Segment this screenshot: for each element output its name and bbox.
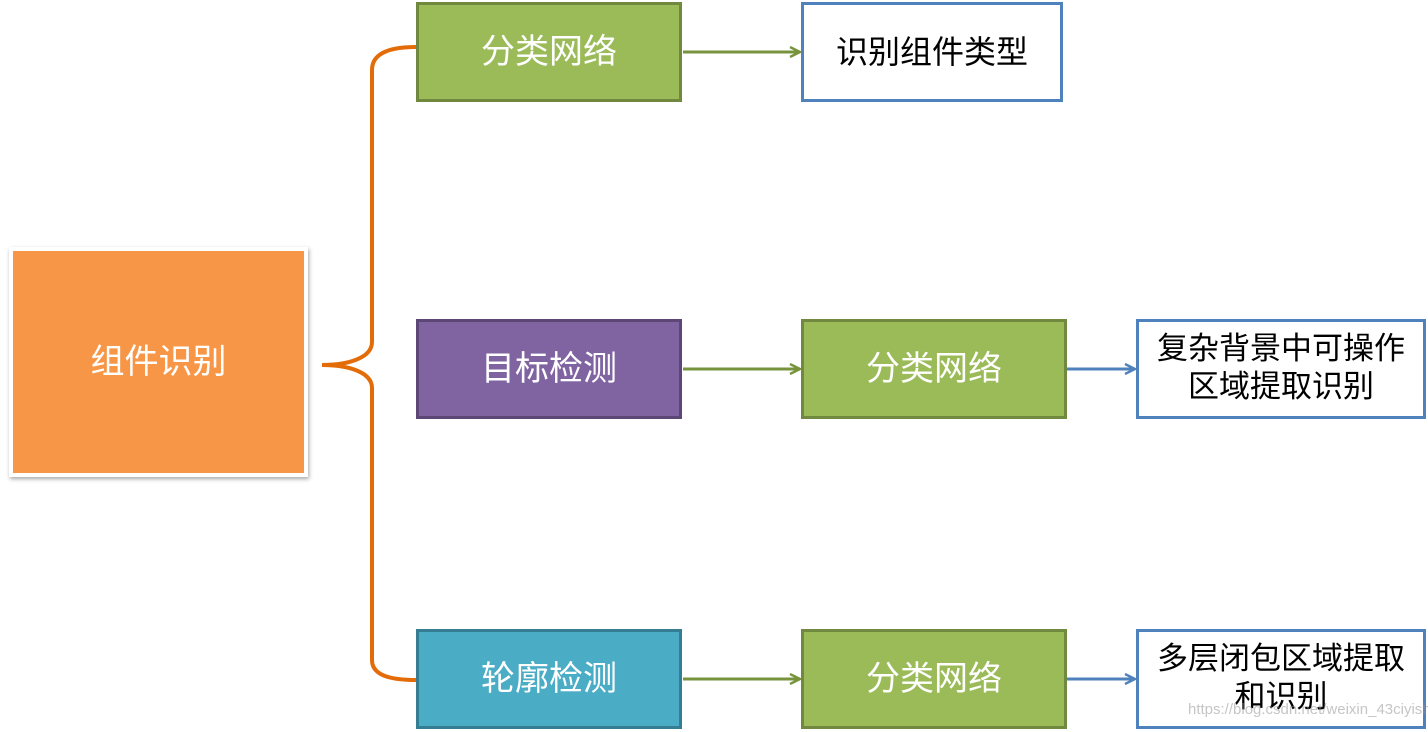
object-detection-node: 目标检测 [416, 319, 682, 419]
operable-area-result-node: 复杂背景中可操作区域提取识别 [1136, 319, 1426, 419]
closed-region-result-node: 多层闭包区域提取和识别 [1136, 629, 1426, 729]
classification-network-node: 分类网络 [416, 2, 682, 102]
branch-brace [321, 45, 418, 682]
detection-classification-label: 分类网络 [866, 348, 1002, 389]
contour-detection-label: 轮廓检测 [481, 658, 617, 699]
contour-classification-label: 分类网络 [866, 658, 1002, 699]
closed-region-result-label: 多层闭包区域提取和识别 [1157, 641, 1405, 715]
classification-network-label: 分类网络 [481, 31, 617, 72]
object-detection-label: 目标检测 [481, 348, 617, 389]
detection-classification-node: 分类网络 [801, 319, 1067, 419]
contour-detection-node: 轮廓检测 [416, 629, 682, 729]
component-type-result-label: 识别组件类型 [835, 32, 1028, 71]
operable-area-result-label: 复杂背景中可操作区域提取识别 [1157, 331, 1405, 405]
root-node-label: 组件识别 [90, 341, 227, 382]
contour-classification-node: 分类网络 [801, 629, 1067, 729]
root-node-component-recognition: 组件识别 [9, 247, 308, 477]
component-type-result-node: 识别组件类型 [801, 2, 1063, 102]
blog-watermark: https://blog.csdn.net/weixin_43ciyisheng [1188, 701, 1428, 718]
